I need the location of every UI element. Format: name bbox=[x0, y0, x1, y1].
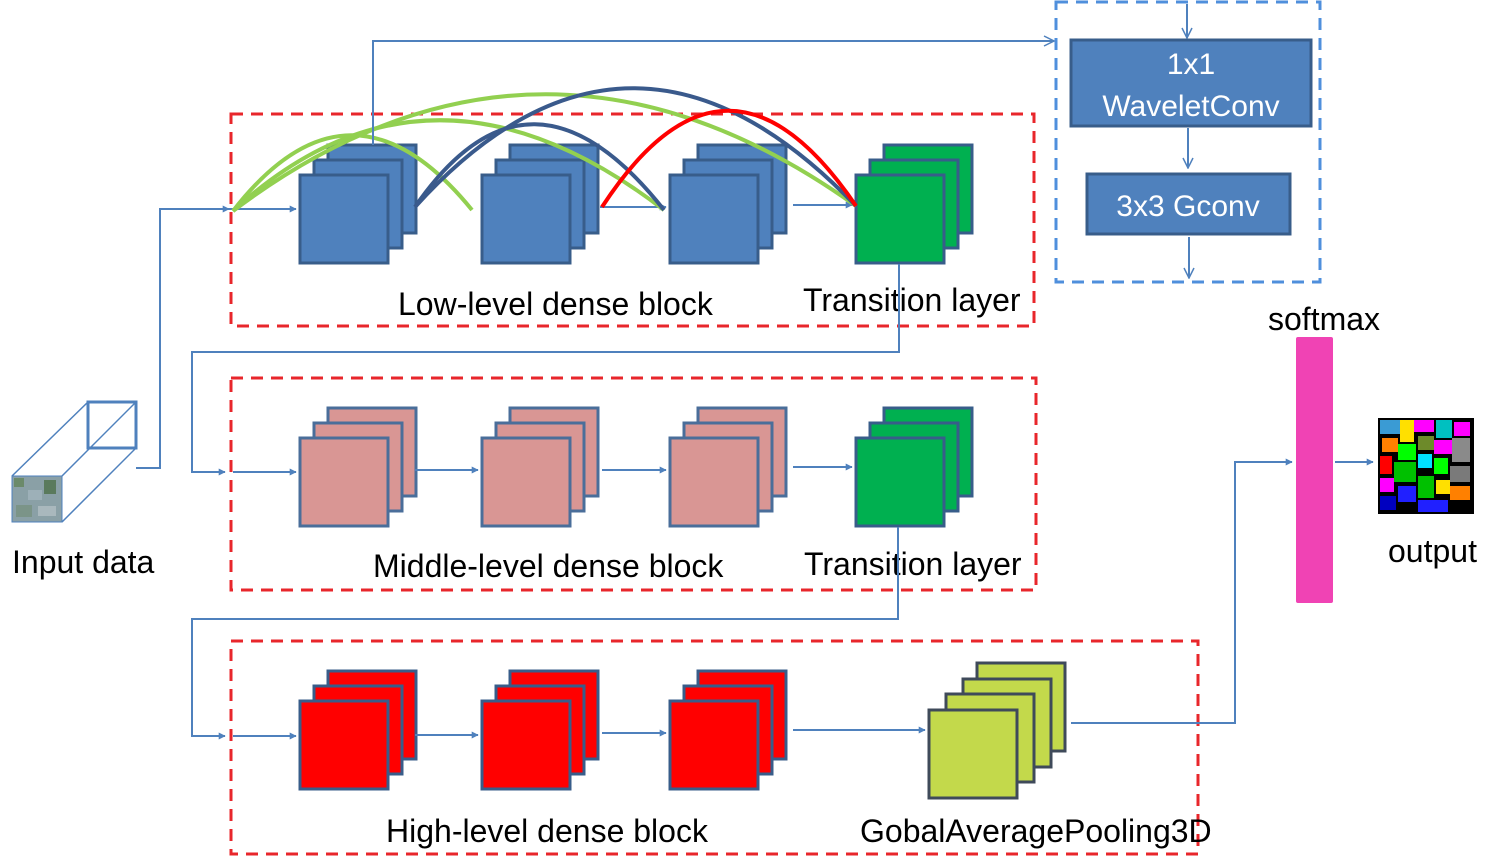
transition-layer-1-stack bbox=[854, 143, 974, 265]
middle-level-block-border bbox=[229, 376, 1038, 592]
high-level-block-label: High-level dense block bbox=[386, 813, 709, 849]
gconv-label: 3x3 Gconv bbox=[1116, 190, 1259, 223]
dense-skip-connections bbox=[231, 86, 858, 213]
middle-level-stack-1 bbox=[298, 406, 418, 528]
low-level-block-border bbox=[229, 112, 1036, 328]
global-average-pooling-stack bbox=[927, 661, 1067, 800]
high-level-block-border bbox=[229, 639, 1200, 856]
low-level-block-label: Low-level dense block bbox=[398, 286, 714, 322]
high-level-stack-3 bbox=[668, 669, 788, 791]
transition-layer-2-label: Transition layer bbox=[804, 546, 1022, 582]
low-level-stack-3 bbox=[668, 143, 788, 265]
middle-level-stack-2 bbox=[480, 406, 600, 528]
output-label: output bbox=[1388, 533, 1477, 569]
softmax-label: softmax bbox=[1268, 301, 1380, 337]
middle-level-block-label: Middle-level dense block bbox=[373, 548, 724, 584]
detail-reference-arrow bbox=[372, 41, 1054, 145]
pooling-label: GobalAveragePooling3D bbox=[860, 813, 1212, 849]
wavelet-detail-border bbox=[1054, 0, 1322, 284]
wavelet-conv-line2: WaveletConv bbox=[1102, 90, 1279, 123]
transition-layer-1-label: Transition layer bbox=[803, 282, 1021, 318]
low-level-stack-1 bbox=[298, 143, 418, 265]
softmax-bar bbox=[1296, 337, 1333, 603]
output-classification-map-icon bbox=[1378, 418, 1474, 514]
wavelet-conv-line1: 1x1 bbox=[1167, 48, 1215, 81]
input-data-cube-icon bbox=[11, 400, 138, 523]
input-to-low-arrow bbox=[136, 205, 230, 469]
middle-level-stack-3 bbox=[668, 406, 788, 528]
high-level-stack-2 bbox=[480, 669, 600, 791]
high-level-stack-1 bbox=[298, 669, 418, 791]
low-level-stack-2 bbox=[480, 143, 600, 265]
input-data-label: Input data bbox=[12, 544, 155, 580]
wavelet-conv-box bbox=[1069, 38, 1313, 128]
transition-layer-2-stack bbox=[854, 406, 974, 528]
gconv-box bbox=[1085, 172, 1292, 236]
